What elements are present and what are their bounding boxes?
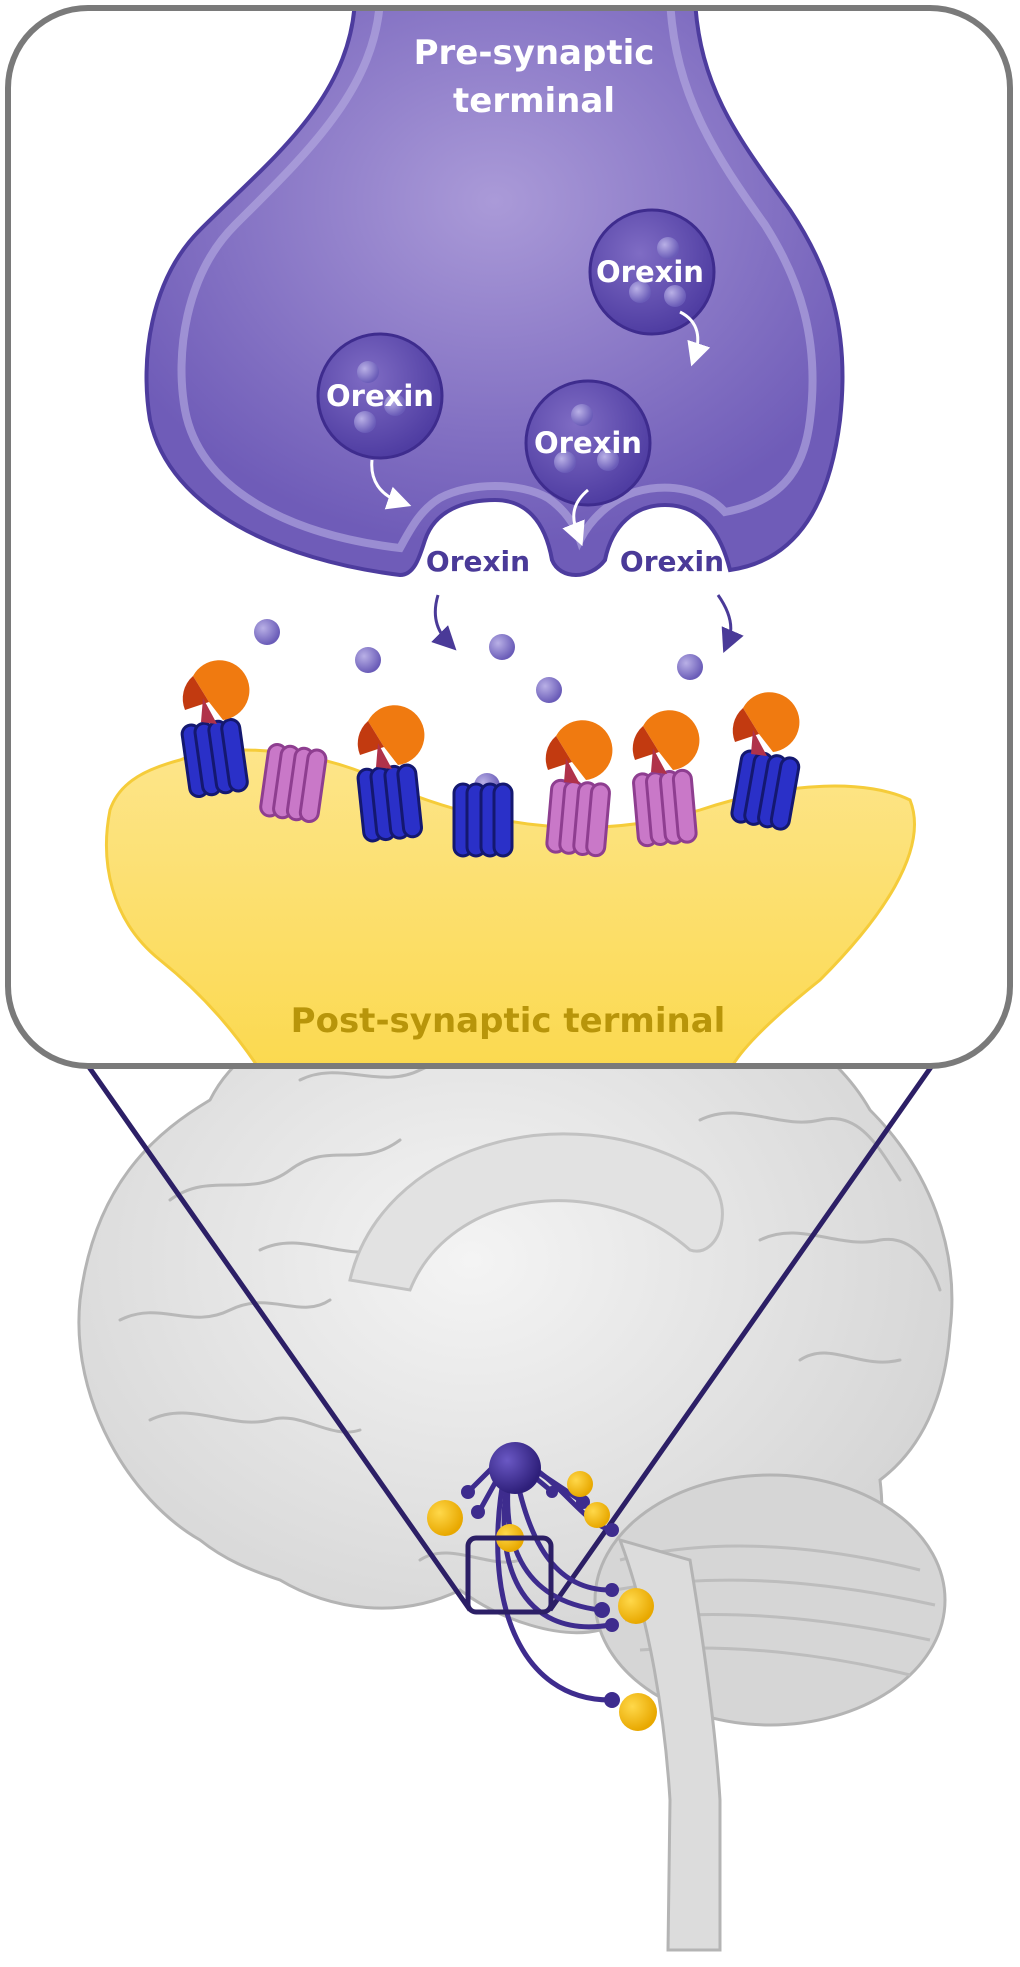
vesicle-label: Orexin (326, 379, 434, 413)
released-orexin-label-right: Orexin (620, 545, 724, 578)
postsynaptic-label: Post-synaptic terminal (291, 1001, 726, 1041)
released-orexin-label-left: Orexin (426, 545, 530, 578)
postsynaptic-terminal (105, 748, 916, 1066)
ligand-icon (732, 692, 800, 756)
brain-icon (77, 977, 954, 1952)
zoom-region-box (465, 1535, 554, 1615)
zoom-panel-frame (5, 5, 1013, 1069)
receptor-icon (259, 742, 328, 824)
zoom-lines (67, 1038, 953, 1612)
receptor-icon (730, 749, 801, 831)
vesicle-label: Orexin (534, 426, 642, 460)
target-cells (427, 1471, 657, 1731)
receptors (180, 660, 801, 858)
presynaptic-label-line1: Pre-synaptic (414, 33, 655, 73)
receptor-icon (452, 782, 514, 858)
receptor-icon (545, 778, 611, 858)
orexin-vesicle: Orexin (524, 379, 652, 547)
ligand-icon (357, 705, 425, 769)
receptor-icon (632, 768, 698, 848)
ligand-icon (182, 660, 250, 724)
orexin-vesicle: Orexin (588, 208, 716, 367)
ligand-icon (632, 710, 700, 774)
presynaptic-terminal (144, 8, 845, 578)
receptor-icon (356, 763, 424, 843)
vesicle-label: Orexin (596, 255, 704, 289)
ligand-icon (545, 720, 613, 784)
receptor-icon (180, 717, 249, 799)
presynaptic-label-line2: terminal (453, 81, 615, 121)
orexin-vesicle: Orexin (316, 332, 444, 510)
